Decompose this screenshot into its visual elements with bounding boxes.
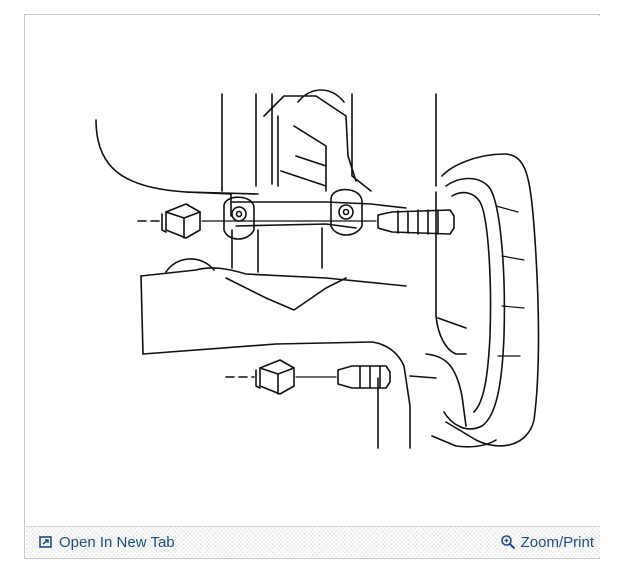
housing-inner-edge	[185, 191, 232, 217]
image-viewer-frame: Open In New Tab Zoom/Print	[24, 14, 600, 559]
tube-bottom	[142, 341, 373, 355]
mid-bolt-right-boss	[330, 188, 363, 236]
magnifier-zoom-icon	[500, 534, 516, 550]
mount-plate-edge	[435, 191, 467, 355]
zoom-print-link[interactable]: Zoom/Print	[500, 532, 594, 552]
open-new-tab-icon	[38, 534, 54, 550]
upper-nut-flange	[161, 213, 167, 233]
bracket-round-top	[297, 89, 345, 103]
lower-body	[371, 341, 411, 449]
open-in-new-tab-link[interactable]: Open In New Tab	[38, 532, 175, 552]
mid-plate-lower	[235, 223, 357, 229]
bracket-rib-1	[263, 95, 357, 182]
mid-bolt-left-boss	[223, 196, 255, 240]
mount-cushion-outer	[441, 153, 540, 447]
bracket-right-edge	[351, 93, 372, 192]
mid-bolt-right	[338, 204, 354, 220]
tube-groove	[225, 277, 347, 311]
engine-housing-outline	[95, 119, 259, 195]
zoom-print-label: Zoom/Print	[520, 533, 594, 551]
upper-bracket	[221, 93, 273, 192]
lower-arc	[431, 435, 497, 448]
upper-nut	[165, 203, 201, 239]
lower-nut	[259, 359, 295, 395]
mid-bolt-left	[231, 206, 247, 222]
open-in-new-tab-label: Open In New Tab	[59, 533, 175, 551]
bracket-rib-2	[277, 115, 327, 192]
tube-left-end	[140, 275, 144, 355]
upper-stud	[377, 209, 455, 235]
mount-cushion-inner	[443, 177, 506, 430]
mount-cushion-rim	[451, 191, 492, 413]
lower-stud	[337, 365, 391, 389]
lower-nut-flange	[255, 369, 261, 389]
mount-inner-ribs	[495, 205, 525, 357]
mid-plate	[231, 201, 407, 209]
tube-side	[231, 227, 323, 273]
tube-top	[140, 267, 407, 287]
diagram-area	[26, 16, 600, 528]
bracket-rib-3	[280, 155, 327, 187]
mount-bracket-bolt-diagram	[95, 89, 540, 449]
viewer-toolbar: Open In New Tab Zoom/Print	[26, 526, 600, 557]
